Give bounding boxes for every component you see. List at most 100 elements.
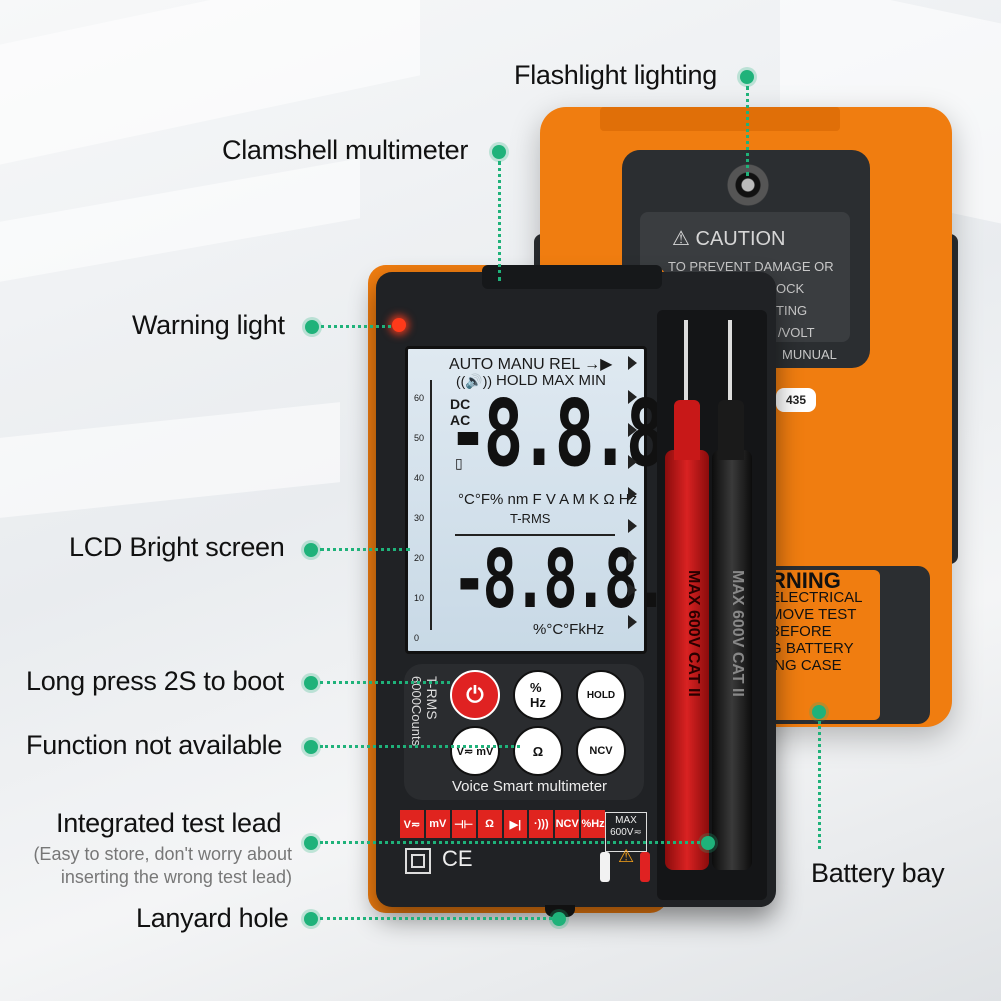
black-test-lead[interactable] xyxy=(712,450,752,870)
brand-line: Voice Smart multimeter xyxy=(452,778,608,795)
callout-dot xyxy=(305,320,319,334)
probe-tip-slot xyxy=(600,852,610,882)
lcd-arrow-icon xyxy=(628,519,637,533)
callout-line xyxy=(321,325,391,328)
warning-sticker xyxy=(762,570,880,720)
callout-dot xyxy=(304,836,318,850)
function-label: ▶| xyxy=(503,810,528,838)
red-test-lead[interactable] xyxy=(665,450,709,870)
double-insulation-icon xyxy=(405,848,431,874)
lcd-screen xyxy=(405,346,647,654)
function-label: ⊣⊢ xyxy=(451,810,476,838)
callout-lcd: LCD Bright screen xyxy=(69,532,285,562)
callout-line xyxy=(320,681,450,684)
callout-dot xyxy=(812,705,826,719)
callout-line xyxy=(746,86,749,176)
background-stripe xyxy=(0,402,340,518)
lcd-arrow-icon xyxy=(628,356,637,370)
lcd-arrow-icon xyxy=(628,390,637,404)
caution-line: TO PREVENT DAMAGE OR xyxy=(668,259,834,274)
black-lead-marking: MAX 600V CAT II xyxy=(729,570,746,697)
resistance-button[interactable]: Ω xyxy=(513,726,563,776)
callout-line xyxy=(498,161,501,281)
callout-dot xyxy=(304,543,318,557)
lcd-arrow-icon xyxy=(628,551,637,565)
ncv-icon: NCV xyxy=(589,745,613,757)
caution-line: /VOLT xyxy=(778,325,815,340)
caution-title: ⚠ CAUTION xyxy=(672,228,786,250)
hazard-icon: ⚠ xyxy=(618,846,635,866)
callout-dot xyxy=(304,676,318,690)
function-label: %Hz xyxy=(581,810,605,838)
lcd-hold-row: HOLD MAX MIN xyxy=(496,372,607,389)
callout-test-lead-note: (Easy to store, don't worry about xyxy=(33,844,292,864)
ncv-button[interactable]: NCV xyxy=(576,726,626,776)
counts-text: 6000Counts xyxy=(409,676,424,747)
function-label: V≂ xyxy=(400,810,424,838)
warning-triangle-icon: ⚠ xyxy=(672,228,690,250)
lcd-arrow-icon xyxy=(628,615,637,629)
lcd-mode-row: AUTO MANU REL →▶ xyxy=(449,356,613,373)
red-lead-marking: MAX 600V CAT II xyxy=(685,570,702,697)
callout-flashlight: Flashlight lighting xyxy=(514,60,717,90)
hz-button[interactable]: %Hz xyxy=(513,670,563,720)
lcd-arrow-icon xyxy=(628,583,637,597)
hold-light-icon: HOLD xyxy=(586,689,616,701)
callout-line xyxy=(818,721,821,849)
lcd-divider xyxy=(455,534,615,536)
background-stripe xyxy=(0,158,360,282)
lcd-main-units: °C°F% nm F V A M K Ω Hz xyxy=(458,491,638,508)
lcd-arrow-icon xyxy=(628,487,637,501)
callout-clamshell: Clamshell multimeter xyxy=(222,135,469,165)
hold-button[interactable]: HOLD xyxy=(576,670,626,720)
model-badge: 435 xyxy=(776,388,816,412)
battery-icon: ▯ xyxy=(455,455,463,471)
callout-dot xyxy=(304,740,318,754)
callout-warning-light: Warning light xyxy=(132,310,285,340)
callout-line xyxy=(320,548,410,551)
back-top-edge xyxy=(600,107,840,131)
lcd-scale-labels: 60 50 40 30 20 10 0 xyxy=(414,393,425,643)
function-label: NCV xyxy=(555,810,580,838)
function-label: mV xyxy=(425,810,450,838)
clamshell-hinge xyxy=(482,265,662,289)
voltage-button[interactable]: V≂ mV xyxy=(450,726,500,776)
red-probe-handle xyxy=(674,400,700,460)
red-probe-tip xyxy=(684,320,688,410)
double-insulation-inner-icon xyxy=(411,854,425,868)
callout-dot xyxy=(492,145,506,159)
callout-line xyxy=(320,745,520,748)
callout-dot xyxy=(552,912,566,926)
black-probe-tip xyxy=(728,320,732,410)
callout-dot xyxy=(701,836,715,850)
callout-dot xyxy=(740,70,754,84)
lcd-ac: AC xyxy=(450,412,471,428)
sound-icon: ((🔊)) xyxy=(456,373,493,389)
function-strip: V≂ mV ⊣⊢ Ω ▶| ·))) NCV %Hz xyxy=(400,810,605,838)
lcd-sub-units: %°C°FkHz xyxy=(533,621,605,638)
lcd-arrow-icon xyxy=(628,455,637,469)
lcd-dc: DC xyxy=(450,396,471,412)
callout-function-na: Function not available xyxy=(26,730,283,760)
callout-line xyxy=(320,841,700,844)
lcd-trms: T-RMS xyxy=(510,511,551,526)
warning-light-led-icon xyxy=(392,318,406,332)
black-probe-handle xyxy=(718,400,744,460)
power-icon: ⏻ xyxy=(466,682,484,707)
lcd-analog-bargraph xyxy=(430,380,444,630)
probe-tip-slot xyxy=(640,852,650,882)
voltage-icon: V≂ mV xyxy=(456,745,494,758)
function-label: Ω xyxy=(477,810,502,838)
caution-line: MUNUAL xyxy=(782,347,837,362)
max-rating-label: MAX 600V≂ xyxy=(605,812,647,852)
callout-dot xyxy=(304,912,318,926)
resistance-icon: Ω xyxy=(532,743,544,759)
callout-battery: Battery bay xyxy=(811,858,945,888)
hz-icon: %Hz xyxy=(530,680,546,710)
callout-test-lead: Integrated test lead xyxy=(56,808,282,838)
ce-mark: CE xyxy=(442,846,473,871)
function-label: ·))) xyxy=(529,810,554,838)
callout-line xyxy=(320,917,552,920)
power-button[interactable]: ⏻ xyxy=(450,670,500,720)
warning-sticker-text: RNING ELECTRICAL MOVE TEST BEFORE G BATT… xyxy=(770,568,863,675)
